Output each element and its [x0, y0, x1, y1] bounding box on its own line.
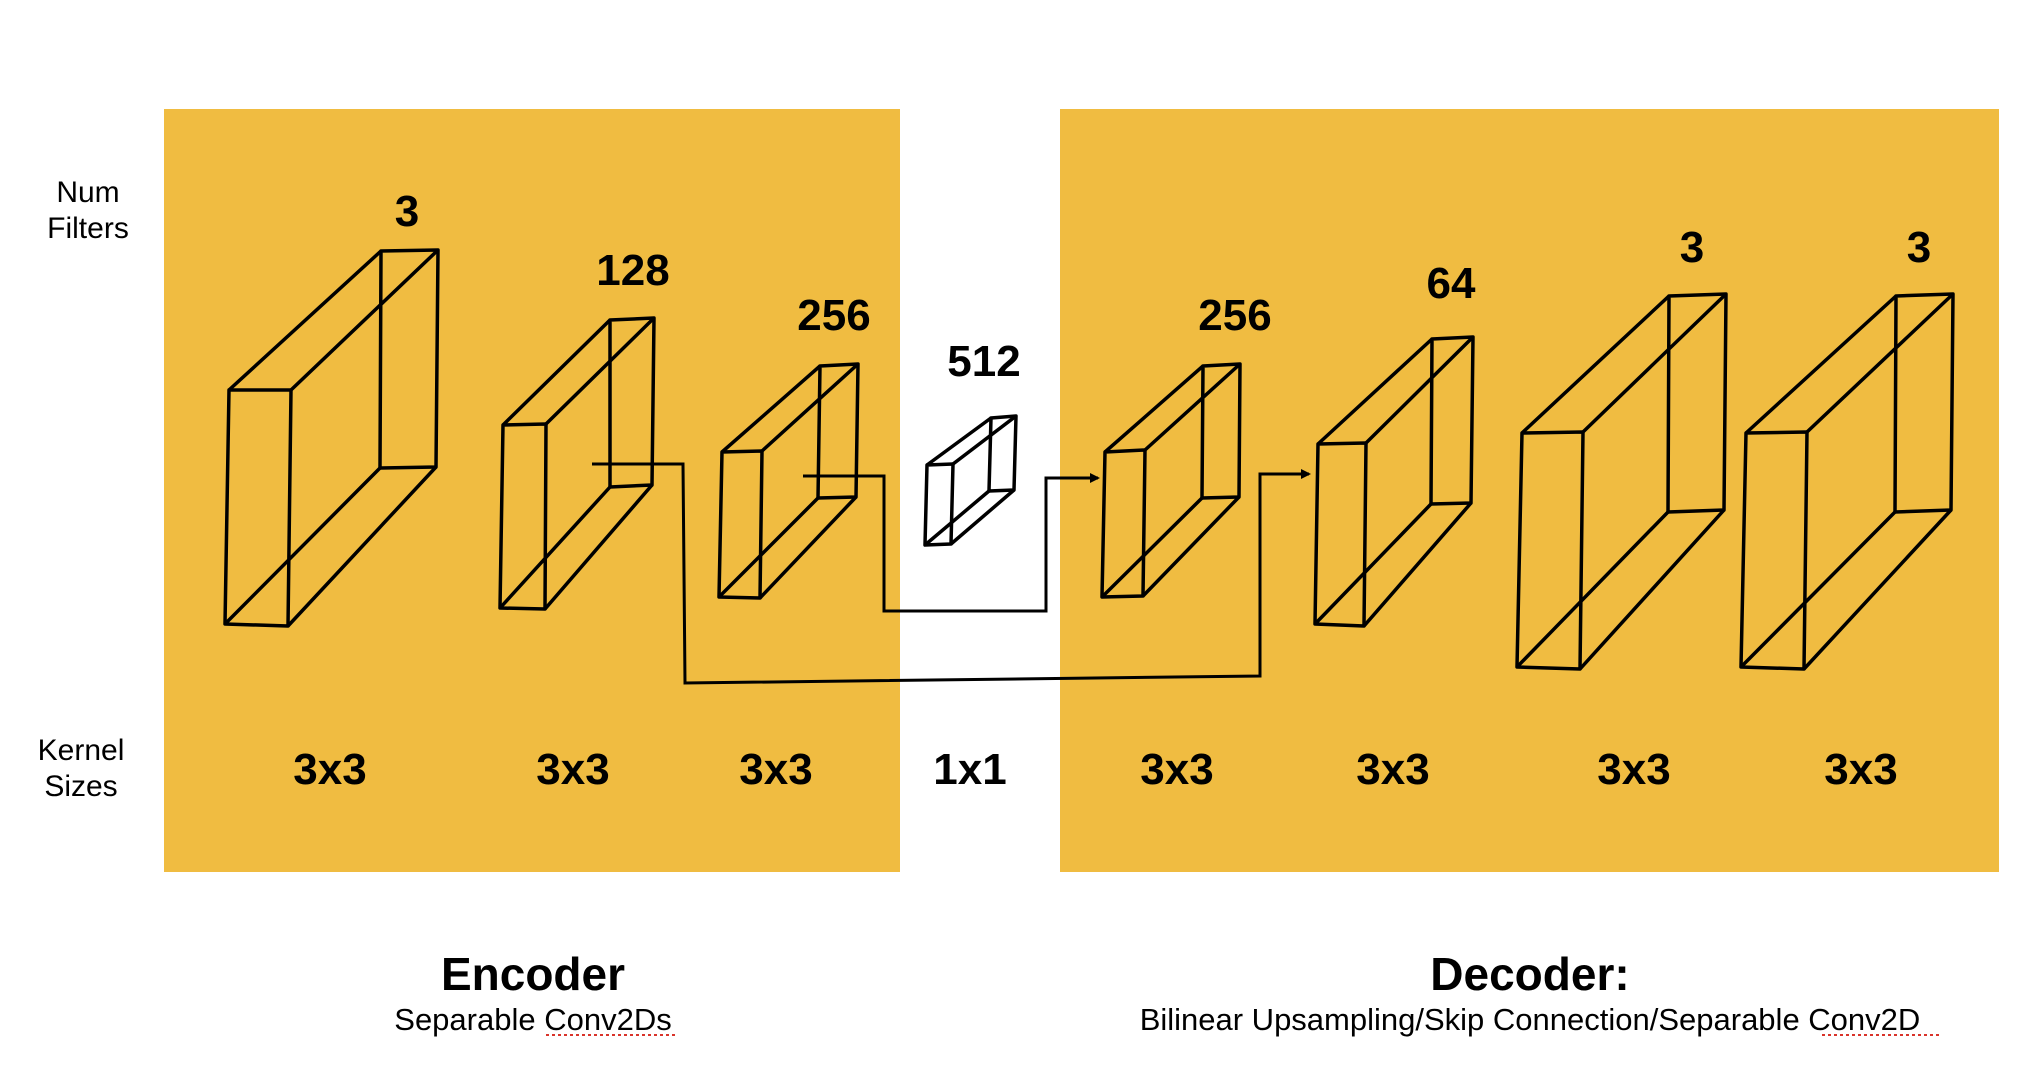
decoder-layer-1-box: [1100, 362, 1242, 599]
encoder-layer-3-box: [717, 362, 860, 600]
decoder-subtitle: Bilinear Upsampling/Skip Connection/Sepa…: [1140, 1002, 1921, 1037]
num-filters-label-line2: Filters: [47, 212, 129, 245]
encoder-title: Encoder: [441, 948, 625, 1000]
encoder-panel: [164, 109, 900, 872]
decoder-layer-1-kernel: 3x3: [1140, 745, 1213, 794]
decoder-layer-2-box: [1313, 335, 1475, 628]
encoder-layer-2-box: [498, 316, 656, 611]
encoder-layer-3-filters: 256: [797, 291, 870, 340]
encoder-layer-2-filters: 128: [596, 246, 669, 295]
decoder-layer-3-filters: 3: [1680, 223, 1704, 272]
decoder-title: Decoder:: [1430, 948, 1629, 1000]
bottleneck-box: [923, 414, 1018, 547]
skip-connection-encoder-2-to-decoder-2: [592, 462, 1311, 685]
encoder-subtitle: Separable Conv2Ds: [394, 1002, 671, 1037]
encoder-layer-3-kernel: 3x3: [739, 745, 812, 794]
kernel-sizes-label-line1: Kernel: [38, 734, 125, 767]
decoder-layer-4-kernel: 3x3: [1824, 745, 1897, 794]
decoder-layer-1-filters: 256: [1198, 291, 1271, 340]
decoder-panel: [1060, 109, 1999, 872]
skip-connection-encoder-3-to-decoder-1: [803, 473, 1100, 613]
kernel-sizes-label-line2: Sizes: [44, 770, 117, 803]
encoder-layer-2-kernel: 3x3: [536, 745, 609, 794]
bottleneck-filters: 512: [947, 337, 1020, 386]
decoder-layer-2-filters: 64: [1427, 259, 1476, 308]
bottleneck-kernel: 1x1: [933, 745, 1006, 794]
decoder-layer-4-filters: 3: [1907, 223, 1931, 272]
decoder-layer-2-kernel: 3x3: [1356, 745, 1429, 794]
num-filters-label-line1: Num: [56, 176, 119, 209]
decoder-layer-3-kernel: 3x3: [1597, 745, 1670, 794]
encoder-layer-1-box: [223, 248, 440, 628]
encoder-layer-1-kernel: 3x3: [293, 745, 366, 794]
encoder-layer-1-filters: 3: [395, 187, 419, 236]
decoder-layer-3-box: [1515, 292, 1728, 671]
decoder-layer-4-box: [1739, 292, 1955, 671]
